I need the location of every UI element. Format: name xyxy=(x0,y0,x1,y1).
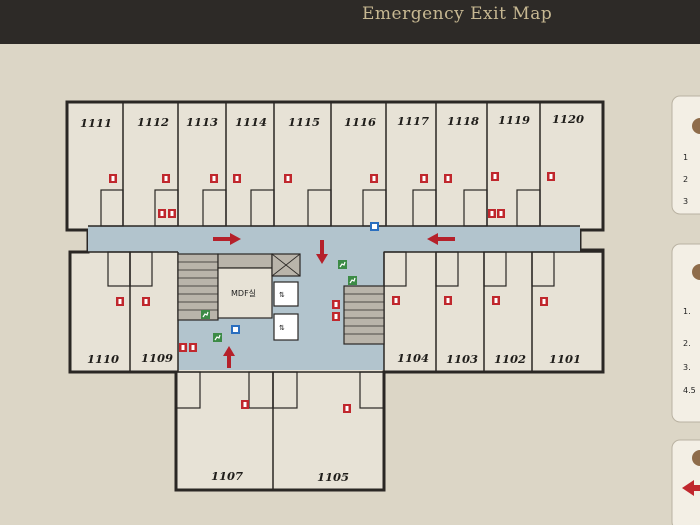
room-1101: 1101 xyxy=(549,352,581,366)
room-1105: 1105 xyxy=(317,470,349,484)
emergency-exit-sign-icon xyxy=(200,309,211,320)
room-1114: 1114 xyxy=(235,115,267,129)
room-1118: 1118 xyxy=(447,114,479,128)
fire-extinguisher-icon xyxy=(420,174,428,183)
map-title: Emergency Exit Map xyxy=(362,4,553,24)
room-1104: 1104 xyxy=(397,351,429,365)
room-1103: 1103 xyxy=(446,352,478,366)
room-1111: 1111 xyxy=(80,116,112,130)
svg-text:⇅: ⇅ xyxy=(279,324,285,332)
fire-extinguisher-icon xyxy=(444,296,452,305)
map-header-bar: Emergency Exit Map xyxy=(0,0,700,44)
fire-extinguisher-icon xyxy=(168,209,176,218)
room-1116: 1116 xyxy=(344,115,376,129)
fire-extinguisher-icon xyxy=(158,209,166,218)
svg-text:2.: 2. xyxy=(683,339,691,348)
room-1115: 1115 xyxy=(288,115,320,129)
fire-extinguisher-icon xyxy=(142,297,150,306)
fire-extinguisher-icon xyxy=(332,300,340,309)
evacuation-arrows xyxy=(213,233,455,368)
fire-extinguisher-icon xyxy=(179,343,187,352)
room-1112: 1112 xyxy=(137,115,169,129)
room-1113: 1113 xyxy=(186,115,218,129)
side-info-cards: 1 2 3 1. 2. 3. 4.5 xyxy=(671,95,700,525)
evacuation-direction-arrow-icon xyxy=(213,233,241,245)
fire-extinguisher-icon xyxy=(370,174,378,183)
fire-extinguisher-icon xyxy=(540,297,548,306)
room-1102: 1102 xyxy=(494,352,526,366)
room-1120: 1120 xyxy=(552,112,584,126)
emergency-phone-icon xyxy=(370,222,379,231)
fire-extinguisher-icon xyxy=(332,312,340,321)
room-1117: 1117 xyxy=(397,114,429,128)
fire-extinguisher-icon xyxy=(392,296,400,305)
fire-extinguisher-icon xyxy=(491,172,499,181)
fire-extinguisher-icon xyxy=(109,174,117,183)
svg-text:1: 1 xyxy=(683,153,688,162)
fire-extinguisher-icon xyxy=(241,400,249,409)
fire-extinguisher-icon xyxy=(343,404,351,413)
fire-extinguisher-icon xyxy=(492,296,500,305)
evacuation-direction-arrow-icon xyxy=(427,233,455,245)
building-core: ⇅ ⇅ MDF실 xyxy=(177,253,385,345)
fire-extinguisher-icon xyxy=(497,209,505,218)
fire-extinguisher-icon xyxy=(444,174,452,183)
emergency-exit-sign-icon xyxy=(347,275,358,286)
elevator-icon xyxy=(273,313,299,341)
svg-text:3.: 3. xyxy=(683,363,691,372)
fire-extinguisher-icon xyxy=(547,172,555,181)
fire-extinguisher-icon xyxy=(162,174,170,183)
emergency-phone-icon xyxy=(231,325,240,334)
room-1107: 1107 xyxy=(211,469,243,483)
room-1110: 1110 xyxy=(87,352,119,366)
fire-extinguisher-icon xyxy=(233,174,241,183)
room-1119: 1119 xyxy=(498,113,530,127)
fire-extinguisher-icon xyxy=(488,209,496,218)
svg-text:2: 2 xyxy=(683,175,688,184)
mdf-room-label: MDF실 xyxy=(231,288,256,298)
fire-extinguisher-icon xyxy=(189,343,197,352)
elevator-icon xyxy=(273,281,299,307)
svg-text:⇅: ⇅ xyxy=(279,291,285,299)
svg-text:1.: 1. xyxy=(683,307,691,316)
bottom-bathrooms xyxy=(107,251,555,409)
svg-text:3: 3 xyxy=(683,197,688,206)
room-labels: 1111 1112 1113 1114 1115 1116 1117 1118 … xyxy=(80,112,584,484)
fire-extinguisher-icon xyxy=(116,297,124,306)
svg-text:4.5: 4.5 xyxy=(683,386,696,395)
room-1109: 1109 xyxy=(141,351,173,365)
top-bathrooms xyxy=(100,189,541,227)
evacuation-direction-arrow-icon xyxy=(223,346,235,368)
emergency-exit-sign-icon xyxy=(212,332,223,343)
fire-extinguisher-icon xyxy=(210,174,218,183)
fire-extinguisher-icon xyxy=(284,174,292,183)
evacuation-direction-arrow-icon xyxy=(316,240,328,264)
emergency-exit-sign-icon xyxy=(337,259,348,270)
